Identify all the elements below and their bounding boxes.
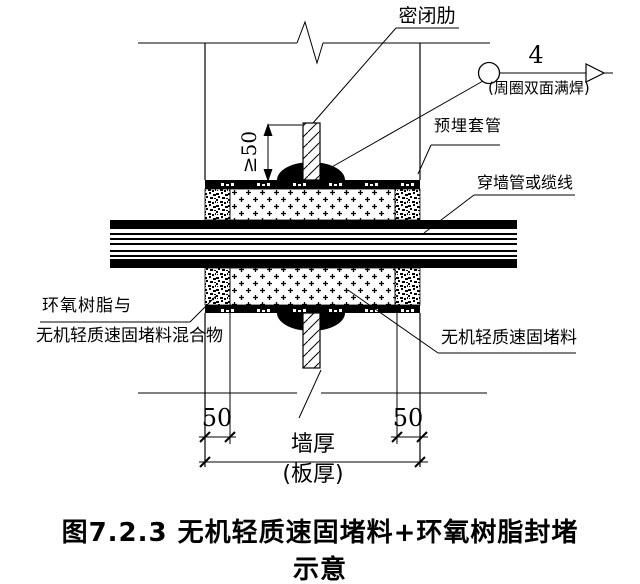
figure-title: 图7.2.3 无机轻质速固堵料+环氧树脂封堵示意 (60, 512, 580, 584)
epoxy-mixture-bottom-right (394, 267, 421, 306)
embedded-sleeve-top-plate (205, 180, 420, 189)
through-wall-pipe (110, 220, 517, 268)
wall-thickness-label: 墙厚 (290, 432, 335, 457)
seal-depth-left-dimension: 50 (201, 404, 233, 432)
epoxy-mixture-top-right (394, 188, 421, 221)
break-line-bottom (138, 369, 487, 419)
embedded-sleeve-label: 预埋套管 (434, 116, 503, 135)
break-line-top (138, 20, 490, 65)
seal-depth-right-dimension: 50 (392, 404, 424, 432)
weld-symbol (329, 61, 613, 169)
weld-note-label: (周圈双面满焊) (488, 79, 590, 97)
rib-dimension (263, 123, 302, 182)
wall-face-lines (204, 43, 421, 467)
inorganic-sealant-label: 无机轻质速固堵料 (441, 328, 577, 348)
epoxy-mixture-label-line1: 环氧树脂与 (42, 296, 132, 316)
epoxy-mixture-label-line2: 无机轻质速固堵料混合物 (36, 326, 223, 346)
weld-arrowhead-icon (585, 63, 606, 83)
embedded-sleeve-bottom-plate (205, 305, 420, 313)
sealed-rib-top (302, 122, 321, 181)
extension-lines (229, 313, 398, 444)
sealant-fill-bottom (229, 267, 396, 306)
dimension-tick-marks (199, 431, 428, 468)
epoxy-mixture-bottom-left (204, 267, 231, 306)
epoxy-mixture-top-left (204, 188, 231, 221)
through-wall-pipe-label: 穿墙管或缆线 (477, 173, 574, 192)
leader-lines (40, 27, 576, 354)
sealant-fill-top (229, 188, 396, 221)
slab-thickness-label: (板厚) (282, 462, 344, 487)
sealed-rib-bottom (302, 312, 321, 369)
sealed-rib-label: 密闭肋 (398, 5, 456, 27)
rib-protrusion-dimension-label: ≥50 (237, 130, 261, 174)
weld-size-label: 4 (528, 41, 544, 69)
